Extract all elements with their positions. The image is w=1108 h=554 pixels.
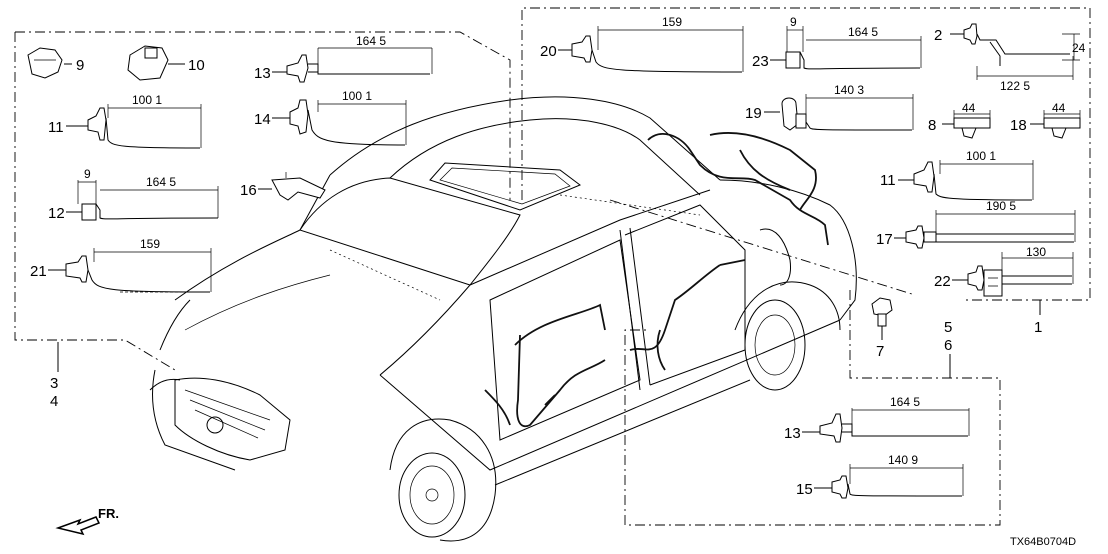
clip-part-10 (127, 45, 169, 81)
front-direction-arrow-icon (55, 516, 101, 536)
callout-11a: 11 (48, 119, 64, 136)
clip-part-8 (953, 110, 991, 139)
dimension-2-height: 24 (1072, 41, 1086, 55)
clip-part-16 (271, 172, 326, 201)
harness-front-door (484, 303, 606, 428)
callout-6: 6 (944, 337, 952, 354)
callout-11b: 11 (880, 172, 896, 189)
callout-9: 9 (76, 57, 84, 74)
dimension-22: 130 (1026, 245, 1046, 259)
front-direction-label: FR. (98, 506, 119, 521)
callout-13b: 13 (784, 425, 801, 442)
callout-21: 21 (30, 263, 47, 280)
dimension-17: 190 5 (986, 199, 1016, 213)
dimension-19: 140 3 (834, 83, 864, 97)
dimension-23-width: 9 (790, 15, 797, 29)
dimension-13b: 164 5 (890, 395, 920, 409)
band-clip-15 (831, 464, 964, 499)
callout-10: 10 (188, 57, 205, 74)
callout-1: 1 (1034, 319, 1042, 336)
callout-18: 18 (1010, 117, 1027, 134)
dimension-11a: 100 1 (132, 93, 162, 107)
band-clip-23 (785, 26, 922, 70)
band-clip-22 (967, 252, 1074, 297)
band-clip-21 (65, 248, 212, 293)
harness-rear-door (629, 259, 746, 371)
callout-2: 2 (934, 27, 942, 44)
callout-7: 7 (876, 343, 884, 360)
callout-22: 22 (934, 273, 951, 290)
car-body (149, 96, 857, 542)
callout-19: 19 (745, 105, 762, 122)
callout-14: 14 (254, 111, 271, 128)
band-clip-12 (77, 180, 219, 221)
callout-3: 3 (50, 375, 58, 392)
callout-15: 15 (796, 481, 813, 498)
callout-5: 5 (944, 319, 952, 336)
band-clip-19 (781, 94, 914, 131)
band-clip-20 (571, 26, 744, 73)
dimension-13a: 164 5 (356, 34, 386, 48)
group-box-left (14, 31, 511, 371)
callout-4: 4 (50, 393, 58, 410)
band-clip-2 (963, 23, 1080, 80)
callout-23: 23 (752, 53, 769, 70)
dimension-2: 122 5 (1000, 79, 1030, 93)
clip-part-18 (1043, 110, 1081, 139)
band-clip-11b (913, 160, 1034, 201)
dimension-15: 140 9 (888, 453, 918, 467)
dimension-12: 164 5 (146, 175, 176, 189)
dimension-20: 159 (662, 15, 682, 29)
callout-13a: 13 (254, 65, 271, 82)
dimension-23: 164 5 (848, 25, 878, 39)
band-clip-11a (87, 104, 202, 149)
dimension-11b: 100 1 (966, 149, 996, 163)
dimension-21: 159 (140, 237, 160, 251)
dimension-8: 44 (962, 101, 976, 115)
band-clip-14 (289, 99, 407, 146)
group-box-bottom (624, 290, 1001, 526)
callout-12: 12 (48, 205, 65, 222)
dimension-12-width: 9 (84, 167, 91, 181)
clip-part-9 (27, 47, 63, 79)
band-clip-13b (819, 408, 970, 443)
dimension-14: 100 1 (342, 89, 372, 103)
group-box-right (521, 7, 1091, 301)
callout-20: 20 (540, 43, 557, 60)
callout-16: 16 (240, 182, 257, 199)
callout-8: 8 (928, 117, 936, 134)
diagram-code: TX64B0704D (1010, 536, 1076, 548)
band-clip-17 (905, 210, 1076, 249)
dimension-18: 44 (1052, 101, 1066, 115)
bolt-part-7 (871, 297, 893, 327)
band-clip-13a (286, 47, 433, 83)
harness-roof (647, 132, 829, 246)
callout-17: 17 (876, 231, 893, 248)
